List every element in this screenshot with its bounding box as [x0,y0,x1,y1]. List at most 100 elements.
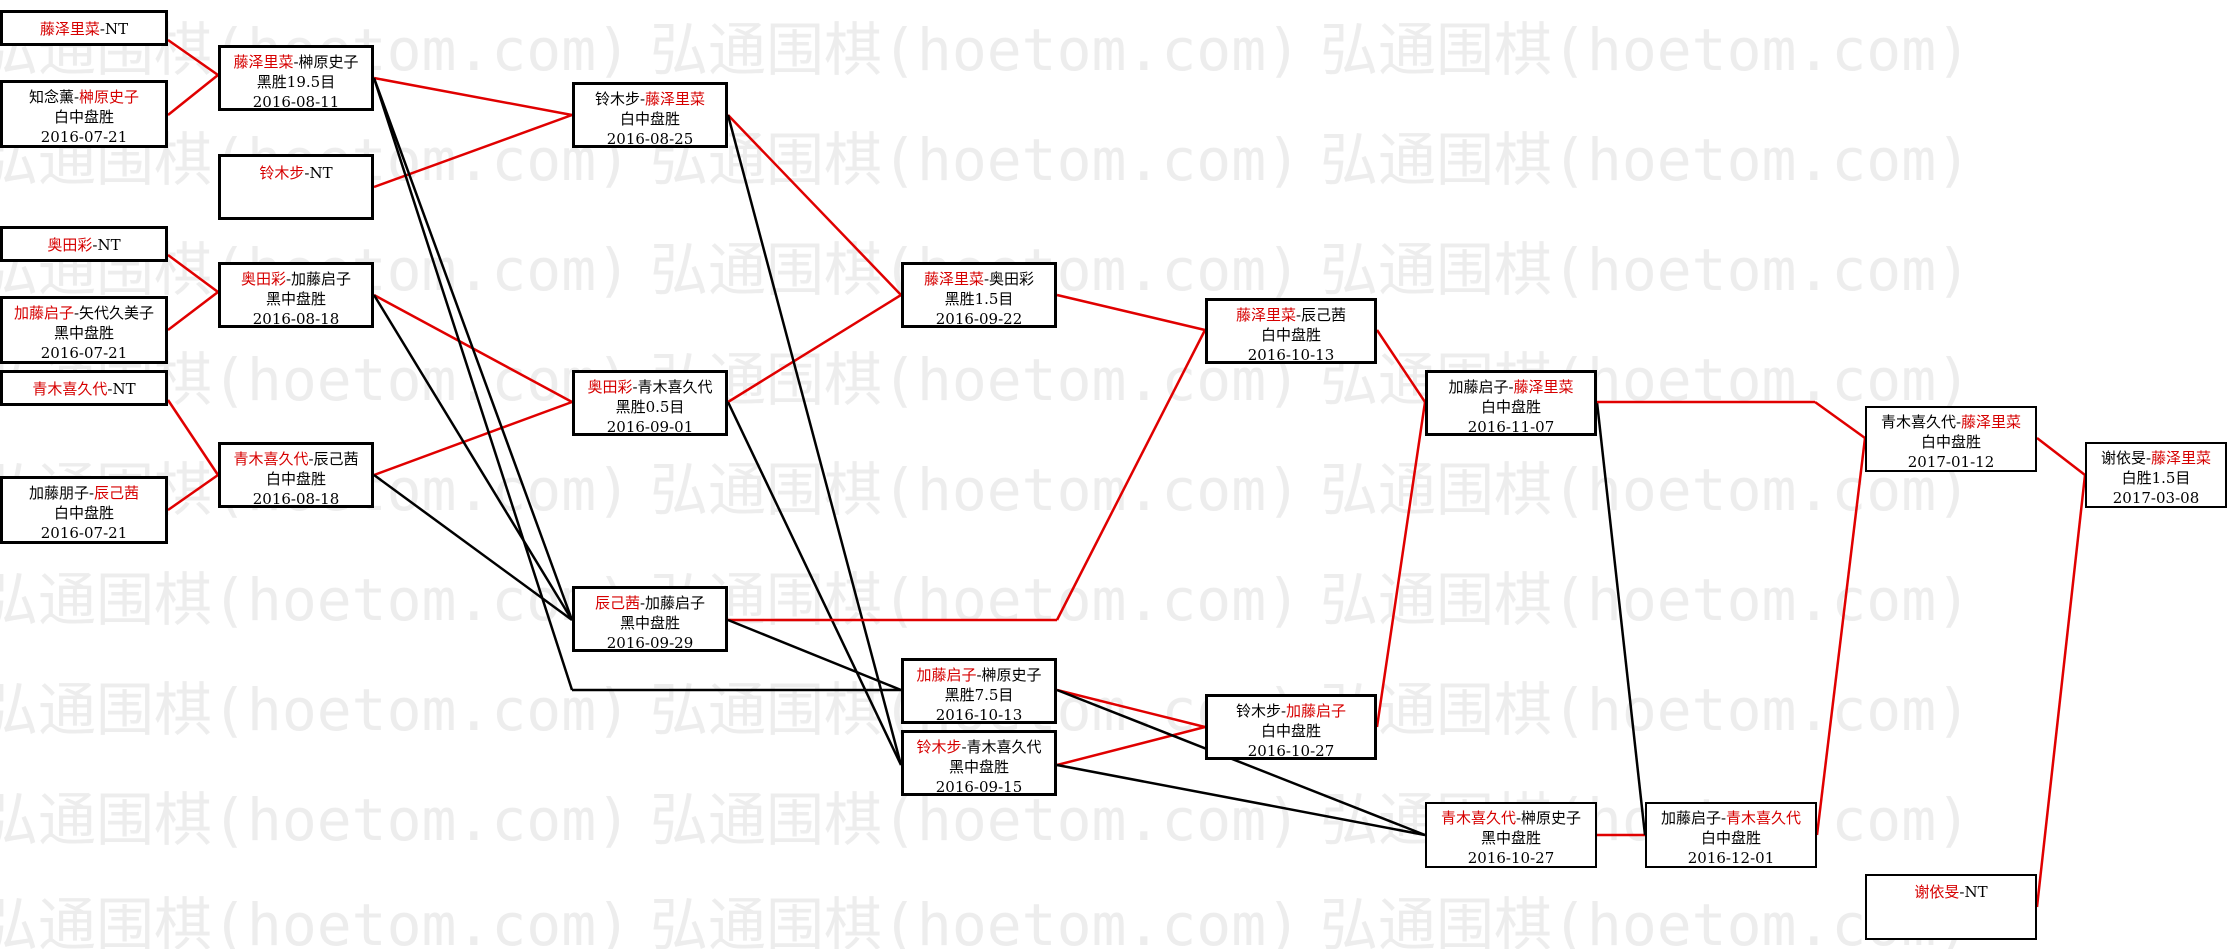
match-date: 2016-10-27 [1247,742,1335,760]
player-2: 藤泽里菜 [645,90,706,108]
separator: - [99,20,105,38]
player-1: 青木喜久代 [1880,413,1956,431]
loser-line [726,114,903,766]
match-date: 2016-08-11 [252,93,340,111]
match-date: 2016-11-07 [1467,418,1555,436]
separator: - [107,380,113,398]
match-date: 2016-09-15 [935,778,1023,796]
match-box: 藤泽里菜-榊原史子 黑胜19.5目 2016-08-11 [218,45,374,111]
player-2: NT [104,20,129,38]
final-match-box: 谢依旻-藤泽里菜 白胜1.5目 2017-03-08 [2085,442,2227,508]
winner-line [1056,725,1206,767]
loser-line [727,618,902,692]
match-box: 藤泽里菜-辰己茜 白中盘胜 2016-10-13 [1205,298,1377,364]
match-date: 2016-07-21 [40,344,128,362]
player-1: 青木喜久代 [32,380,108,398]
player-2: 青木喜久代 [966,738,1042,756]
match-result: 白中盘胜 [265,470,326,488]
player-2: 榊原史子 [79,88,140,106]
loser-line [372,77,574,621]
match-box: 青木喜久代-NT [0,370,168,406]
separator: - [632,378,638,396]
match-box: 铃木步-藤泽里菜 白中盘胜 2016-08-25 [572,82,728,148]
winner-line [727,293,902,404]
match-date: 2017-01-12 [1907,453,1995,471]
watermark-text: 弘通围棋(hoetom.com) [1320,126,1971,194]
player-1: 铃木步 [594,90,640,108]
player-2: 加藤启子 [1286,702,1347,720]
player-1: 铃木步 [916,738,962,756]
player-1: 加藤启子 [1660,809,1721,827]
match-result: 黑中盘胜 [948,758,1009,776]
match-box: 谢依旻-NT [1865,874,2037,940]
winner-line [373,76,573,117]
match-result: 白胜1.5目 [2121,469,2191,487]
player-2: 青木喜久代 [637,378,713,396]
match-result: 白中盘胜 [1480,398,1541,416]
player-1: 藤泽里菜 [923,270,984,288]
match-date: 2016-09-22 [935,310,1023,328]
match-result: 黑中盘胜 [1480,829,1541,847]
match-box: 青木喜久代-榊原史子 黑中盘胜 2016-10-27 [1425,802,1597,868]
watermark-text: 弘通围棋(hoetom.com) [650,346,1301,414]
match-date: 2016-10-27 [1467,849,1555,867]
player-2: 藤泽里菜 [1513,378,1574,396]
match-result: 白中盘胜 [1700,829,1761,847]
player-1: 青木喜久代 [233,450,309,468]
match-result: 白中盘胜 [1260,722,1321,740]
watermark-text: 弘通围棋(hoetom.com) [650,566,1301,634]
separator: - [2145,449,2152,467]
player-1: 加藤朋子 [28,484,89,502]
loser-line [1595,401,1647,836]
match-date: 2016-09-01 [606,418,694,436]
watermark-text: 弘通围棋(hoetom.com) [0,891,631,949]
match-result: 黑胜7.5目 [944,686,1014,704]
match-date: 2016-08-25 [606,130,694,148]
player-1: 谢依旻 [2100,449,2146,467]
match-date: 2016-07-21 [40,128,128,146]
separator: - [976,666,982,684]
match-result: 黑中盘胜 [619,614,680,632]
watermark-text: 弘通围棋(hoetom.com) [1320,566,1971,634]
separator: - [1959,883,1965,901]
separator: - [983,270,990,288]
watermark-text: 弘通围棋(hoetom.com) [0,786,631,854]
player-2: 榊原史子 [298,53,359,71]
match-box: 奥田彩-加藤启子 黑中盘胜 2016-08-18 [218,262,374,328]
match-box: 加藤启子-青木喜久代 白中盘胜 2016-12-01 [1645,802,1817,868]
watermark-text: 弘通围棋(hoetom.com) [650,126,1301,194]
match-box: 知念薰-榊原史子 白中盘胜 2016-07-21 [0,80,168,148]
player-2: 辰己茜 [313,450,359,468]
match-result: 白中盘胜 [1260,326,1321,344]
separator: - [1508,378,1514,396]
player-2: NT [309,164,333,182]
separator: - [1720,809,1727,827]
match-result: 白中盘胜 [619,110,680,128]
player-2: 藤泽里菜 [1961,413,2022,431]
player-1: 加藤启子 [13,304,74,322]
player-1: 奥田彩 [240,270,286,288]
match-box: 辰己茜-加藤启子 黑中盘胜 2016-09-29 [572,586,728,652]
winner-line [373,400,573,477]
match-box: 加藤朋子-辰己茜 白中盘胜 2016-07-21 [0,476,168,544]
match-result: 白中盘胜 [53,108,114,126]
player-1: 藤泽里菜 [1235,306,1296,324]
player-2: NT [112,380,136,398]
player-2: 矢代久美子 [79,304,155,322]
winner-line [167,291,219,331]
match-box: 青木喜久代-辰己茜 白中盘胜 2016-08-18 [218,442,374,508]
winner-line [2035,474,2087,908]
match-date: 2016-08-18 [252,310,340,328]
match-result: 白中盘胜 [53,504,114,522]
match-box: 奥田彩-NT [0,226,168,262]
player-1: 知念薰 [28,88,74,106]
match-box: 奥田彩-青木喜久代 黑胜0.5目 2016-09-01 [572,370,728,436]
player-2: 青木喜久代 [1726,809,1802,827]
winner-line [1056,293,1206,332]
match-date: 2016-08-18 [252,490,340,508]
watermark-text: 弘通围棋(hoetom.com) [1320,16,1971,84]
player-1: 谢依旻 [1914,883,1960,901]
match-box: 加藤启子-矢代久美子 黑中盘胜 2016-07-21 [0,296,168,364]
separator: - [1955,413,1962,431]
winner-line [373,113,573,189]
